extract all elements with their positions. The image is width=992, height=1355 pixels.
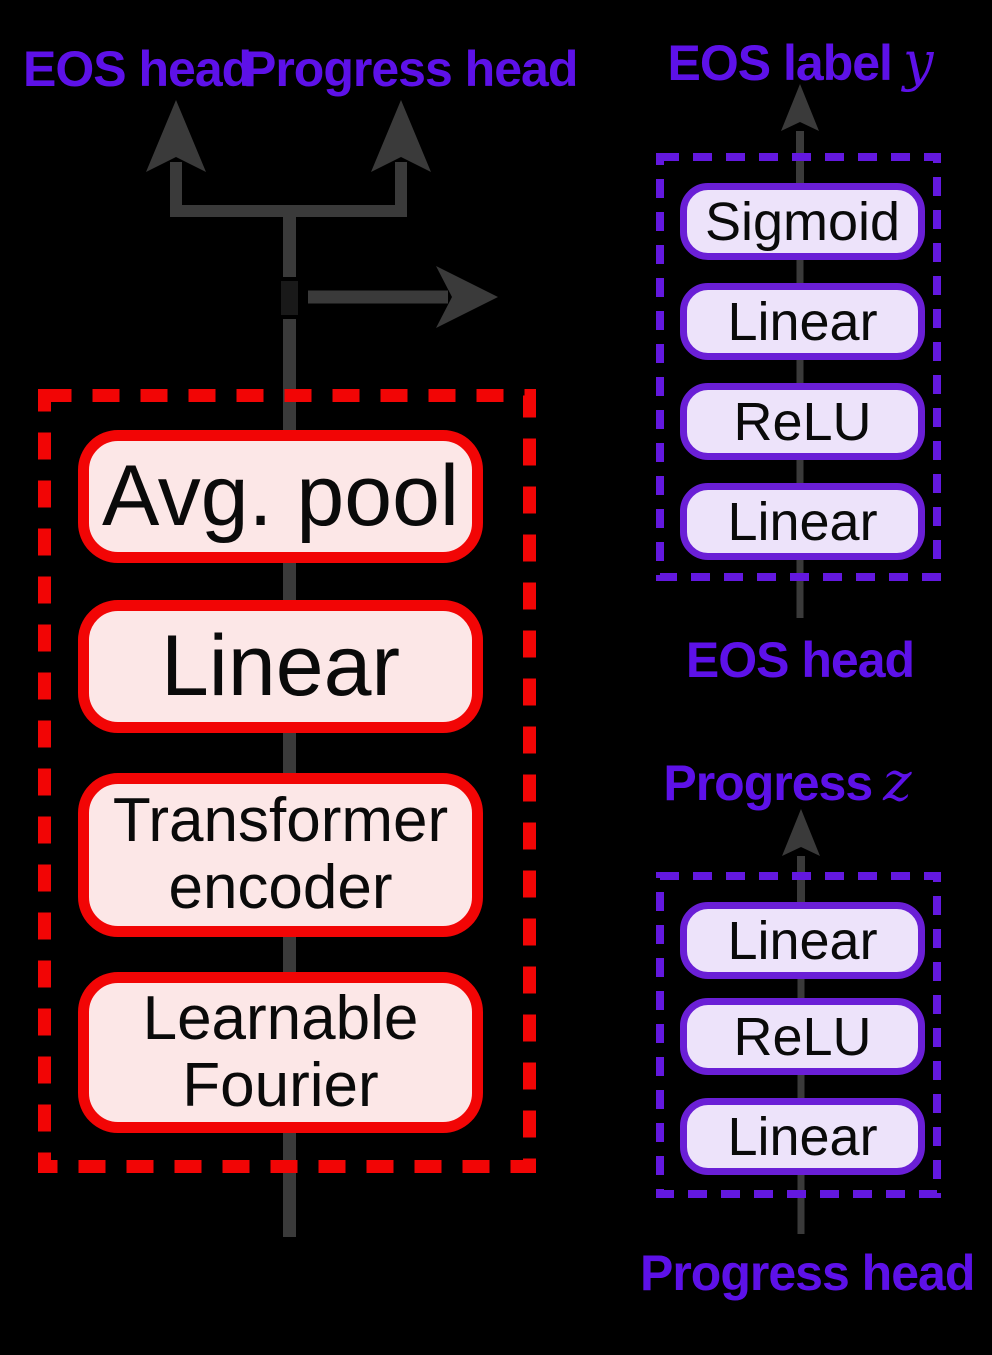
progress-layer-linear-1-label: Linear — [727, 910, 878, 971]
junction-dot — [281, 281, 298, 315]
eos-head-dashed-box — [656, 153, 941, 581]
progress-output-text: Progress — [663, 755, 873, 811]
label-progress-output: Progress z — [627, 750, 947, 813]
eos-layer-relu: ReLU — [680, 383, 925, 460]
eos-output-text: EOS label — [667, 35, 893, 91]
eos-layer-linear-1-label: Linear — [727, 291, 878, 352]
label-eos-head-caption: EOS head — [685, 632, 915, 688]
fork-line — [170, 162, 407, 217]
block-learnable-fourier-label: Learnable Fourier — [142, 983, 419, 1120]
progress-layer-relu: ReLU — [680, 998, 925, 1075]
label-eos-output: EOS label y — [640, 30, 960, 93]
label-eos-head-top: EOS head — [23, 41, 252, 97]
progress-output-var: z — [883, 750, 911, 813]
eos-layer-sigmoid-label: Sigmoid — [704, 191, 901, 252]
progress-layer-linear-1: Linear — [680, 902, 925, 979]
branch-arrow-right-icon — [436, 266, 498, 328]
block-linear-label: Linear — [160, 618, 401, 714]
progress-layer-linear-2-label: Linear — [727, 1106, 878, 1167]
label-progress-head-caption: Progress head — [640, 1245, 975, 1301]
block-avg-pool: Avg. pool — [78, 430, 483, 563]
progress-layer-relu-label: ReLU — [733, 1006, 872, 1067]
label-progress-head-top: Progress head — [243, 41, 578, 97]
eos-output-arrow-icon — [781, 84, 819, 131]
block-transformer-encoder-label: Transformer encoder — [112, 786, 449, 922]
backbone-dashed-box — [38, 389, 536, 1173]
eos-output-var: y — [902, 30, 933, 93]
eos-layer-linear-2: Linear — [680, 483, 925, 560]
progress-output-arrow-icon — [782, 809, 820, 856]
eos-layer-relu-label: ReLU — [733, 391, 872, 452]
eos-layer-linear-1: Linear — [680, 283, 925, 360]
eos-layer-linear-2-label: Linear — [727, 491, 878, 552]
block-linear: Linear — [78, 600, 483, 733]
block-learnable-fourier: Learnable Fourier — [78, 972, 483, 1133]
fork-arrow-right-icon — [371, 100, 431, 172]
progress-layer-linear-2: Linear — [680, 1098, 925, 1175]
block-avg-pool-label: Avg. pool — [101, 448, 460, 544]
fork-arrow-left-icon — [146, 100, 206, 172]
progress-head-dashed-box — [656, 872, 941, 1198]
block-transformer-encoder: Transformer encoder — [78, 773, 483, 937]
eos-layer-sigmoid: Sigmoid — [680, 183, 925, 260]
